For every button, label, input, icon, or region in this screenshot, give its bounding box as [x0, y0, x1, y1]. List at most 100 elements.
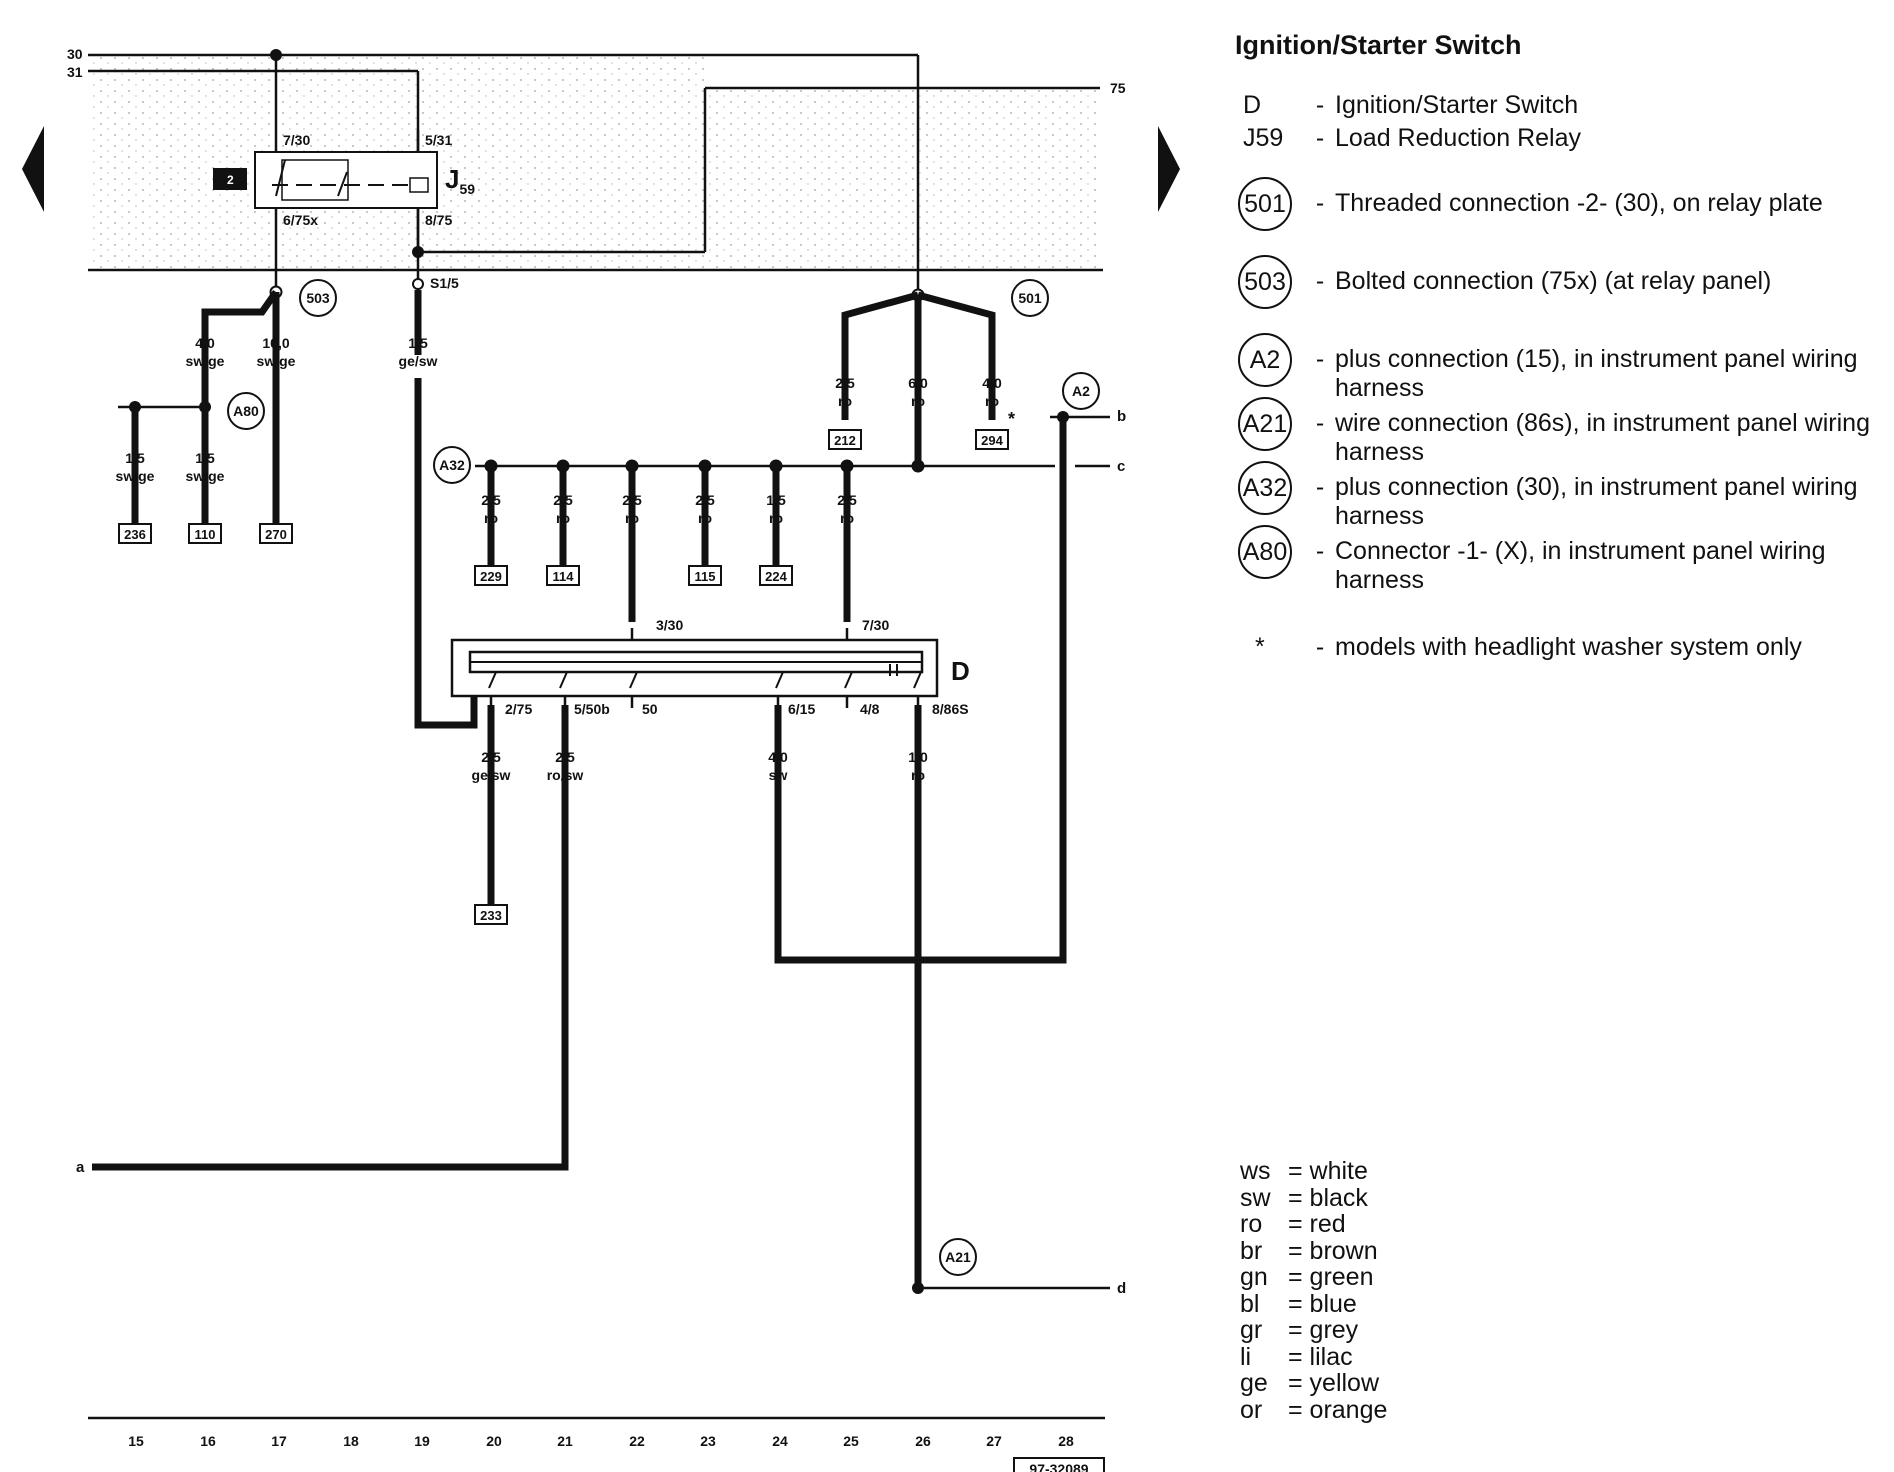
relay-j59[interactable] [213, 151, 438, 209]
relay-terminal-7-30: 7/30 [283, 132, 310, 148]
legend-desc: Ignition/Starter Switch [1335, 91, 1579, 119]
wire-label-size: 2,5 [481, 492, 501, 508]
switch-terminal: 3/30 [656, 617, 683, 633]
prev-page-arrow-icon[interactable] [22, 126, 44, 212]
legend-desc: Connector -1- (X), in instrument panel w… [1335, 537, 1826, 594]
switch-terminal: 2/75 [505, 701, 532, 717]
wire-label-size: 2,5 [837, 492, 857, 508]
legend-desc: wire connection (86s), in instrument pan… [1335, 409, 1870, 466]
color-code-list: ws= white sw= black ro= red br= brown gn… [1240, 1158, 1387, 1423]
legend-key: D [1243, 91, 1262, 119]
color-name: = orange [1288, 1395, 1388, 1424]
legend-key-circle: A21 [1238, 397, 1292, 451]
reference-boxes [118, 429, 1009, 925]
wire-labels: 4,0 sw/ge 10,0 sw/ge 1,5 ge/sw 1,5 sw/ge… [116, 335, 1002, 783]
wire-label-color: ro [556, 510, 570, 526]
edge-letter-d: d [1117, 1280, 1126, 1297]
wire-label-color: ro [911, 393, 925, 409]
color-name: = yellow [1288, 1369, 1380, 1397]
color-code-row: sw = black [1240, 1183, 1387, 1212]
ref-115: 115 [695, 569, 716, 584]
color-name: = blue [1288, 1289, 1357, 1318]
wire-label-color: ro [769, 510, 783, 526]
switch-terminal: 5/50b [574, 701, 610, 717]
ref-114: 114 [553, 569, 575, 584]
wire-label-color: ro [838, 393, 852, 409]
wire-label-color: ro [625, 510, 639, 526]
switch-terminal: 6/15 [788, 701, 815, 717]
color-code: ge [1240, 1369, 1268, 1397]
switch-terminals: 3/30 7/30 2/75 5/50b 50 6/15 4/8 8/86S [505, 617, 969, 717]
rail-31-label: 31 [67, 64, 83, 80]
wire-label-color: ro [484, 510, 498, 526]
switch-name: D [951, 656, 970, 686]
color-name: = black [1288, 1183, 1368, 1212]
track-number: 20 [486, 1433, 502, 1449]
ref-229: 229 [480, 569, 502, 584]
connector-501: 501 [1018, 290, 1042, 306]
wiring-diagram: 30 31 75 2 J59 7/30 5/31 6/75x 8/75 S1/5 [67, 46, 1126, 1472]
rails [88, 53, 1103, 295]
legend-key-circle: A80 [1238, 525, 1292, 579]
legend-key: J59 [1243, 124, 1284, 152]
relay-box-tag: 2 [227, 173, 234, 187]
wire-label-size: 6,0 [908, 375, 928, 391]
track-number: 17 [271, 1433, 287, 1449]
color-code-row: ge = yellow [1240, 1370, 1387, 1397]
ref-233: 233 [480, 908, 502, 923]
wire-label-size: 10,0 [262, 335, 289, 351]
track-number: 19 [414, 1433, 430, 1449]
wire-label-size: 1,5 [125, 450, 145, 466]
wire-label-size: 1,5 [195, 450, 215, 466]
legend-key-circle: A32 [1238, 461, 1292, 515]
connector-a2: A2 [1072, 383, 1090, 399]
color-code-row: or = orange [1240, 1395, 1388, 1424]
legend-desc: Threaded connection -2- (30), on relay p… [1335, 189, 1823, 217]
color-name: = green [1288, 1263, 1374, 1291]
color-code-row: li= lilac [1240, 1342, 1387, 1371]
color-name: = lilac [1288, 1342, 1353, 1371]
color-code: sw [1240, 1183, 1271, 1212]
ignition-switch-d[interactable] [450, 628, 939, 710]
relay-name: J59 [445, 164, 475, 197]
ref-236: 236 [124, 527, 146, 542]
wire-label-size: 2,5 [555, 749, 575, 765]
connector-a32: A32 [439, 457, 465, 473]
legend-desc: Load Reduction Relay [1335, 124, 1581, 152]
color-code: ws [1240, 1157, 1271, 1185]
wire-label-color: ro/sw [547, 767, 584, 783]
track-number: 16 [200, 1433, 216, 1449]
track-numbers: 15 16 17 18 19 20 21 22 23 24 25 26 27 2… [128, 1433, 1074, 1449]
color-name: = red [1288, 1210, 1346, 1238]
connector-a21: A21 [945, 1249, 971, 1265]
wire-label-color: ge/sw [472, 767, 511, 783]
next-page-arrow-icon[interactable] [1158, 126, 1180, 212]
color-code: gn [1240, 1263, 1268, 1291]
legend-title: Ignition/Starter Switch [1235, 30, 1522, 60]
rail-30-label: 30 [67, 46, 83, 62]
track-number: 18 [343, 1433, 359, 1449]
track-number: 27 [986, 1433, 1002, 1449]
connector-a80: A80 [233, 403, 259, 419]
wire-label-size: 2,5 [481, 749, 501, 765]
relay-terminal-5-31: 5/31 [425, 132, 452, 148]
legend-key-circle: 501 [1238, 177, 1292, 231]
edge-letter-a: a [76, 1159, 85, 1176]
wire-label-color: sw/ge [116, 468, 155, 484]
color-code: or [1240, 1395, 1263, 1424]
legend-item: A2 - plus connection (15), in instrument… [1225, 333, 1885, 403]
track-number: 25 [843, 1433, 859, 1449]
legend-item: 501 - Threaded connection -2- (30), on r… [1225, 177, 1885, 231]
color-name: = brown [1288, 1236, 1378, 1265]
wire-label-size: 2,5 [553, 492, 573, 508]
legend-dash: - [1315, 537, 1325, 565]
connector-circles [227, 279, 1100, 1276]
thick-wires [92, 289, 1067, 1288]
wire-label-color: sw/ge [257, 353, 296, 369]
legend-key: * [1255, 633, 1265, 661]
legend-item: A80 - Connector -1- (X), in instrument p… [1225, 525, 1885, 595]
wire-junctions [129, 401, 1069, 1294]
ref-110: 110 [195, 527, 216, 542]
relay-terminal-8-75: 8/75 [425, 212, 452, 228]
color-name: = white [1288, 1157, 1368, 1185]
